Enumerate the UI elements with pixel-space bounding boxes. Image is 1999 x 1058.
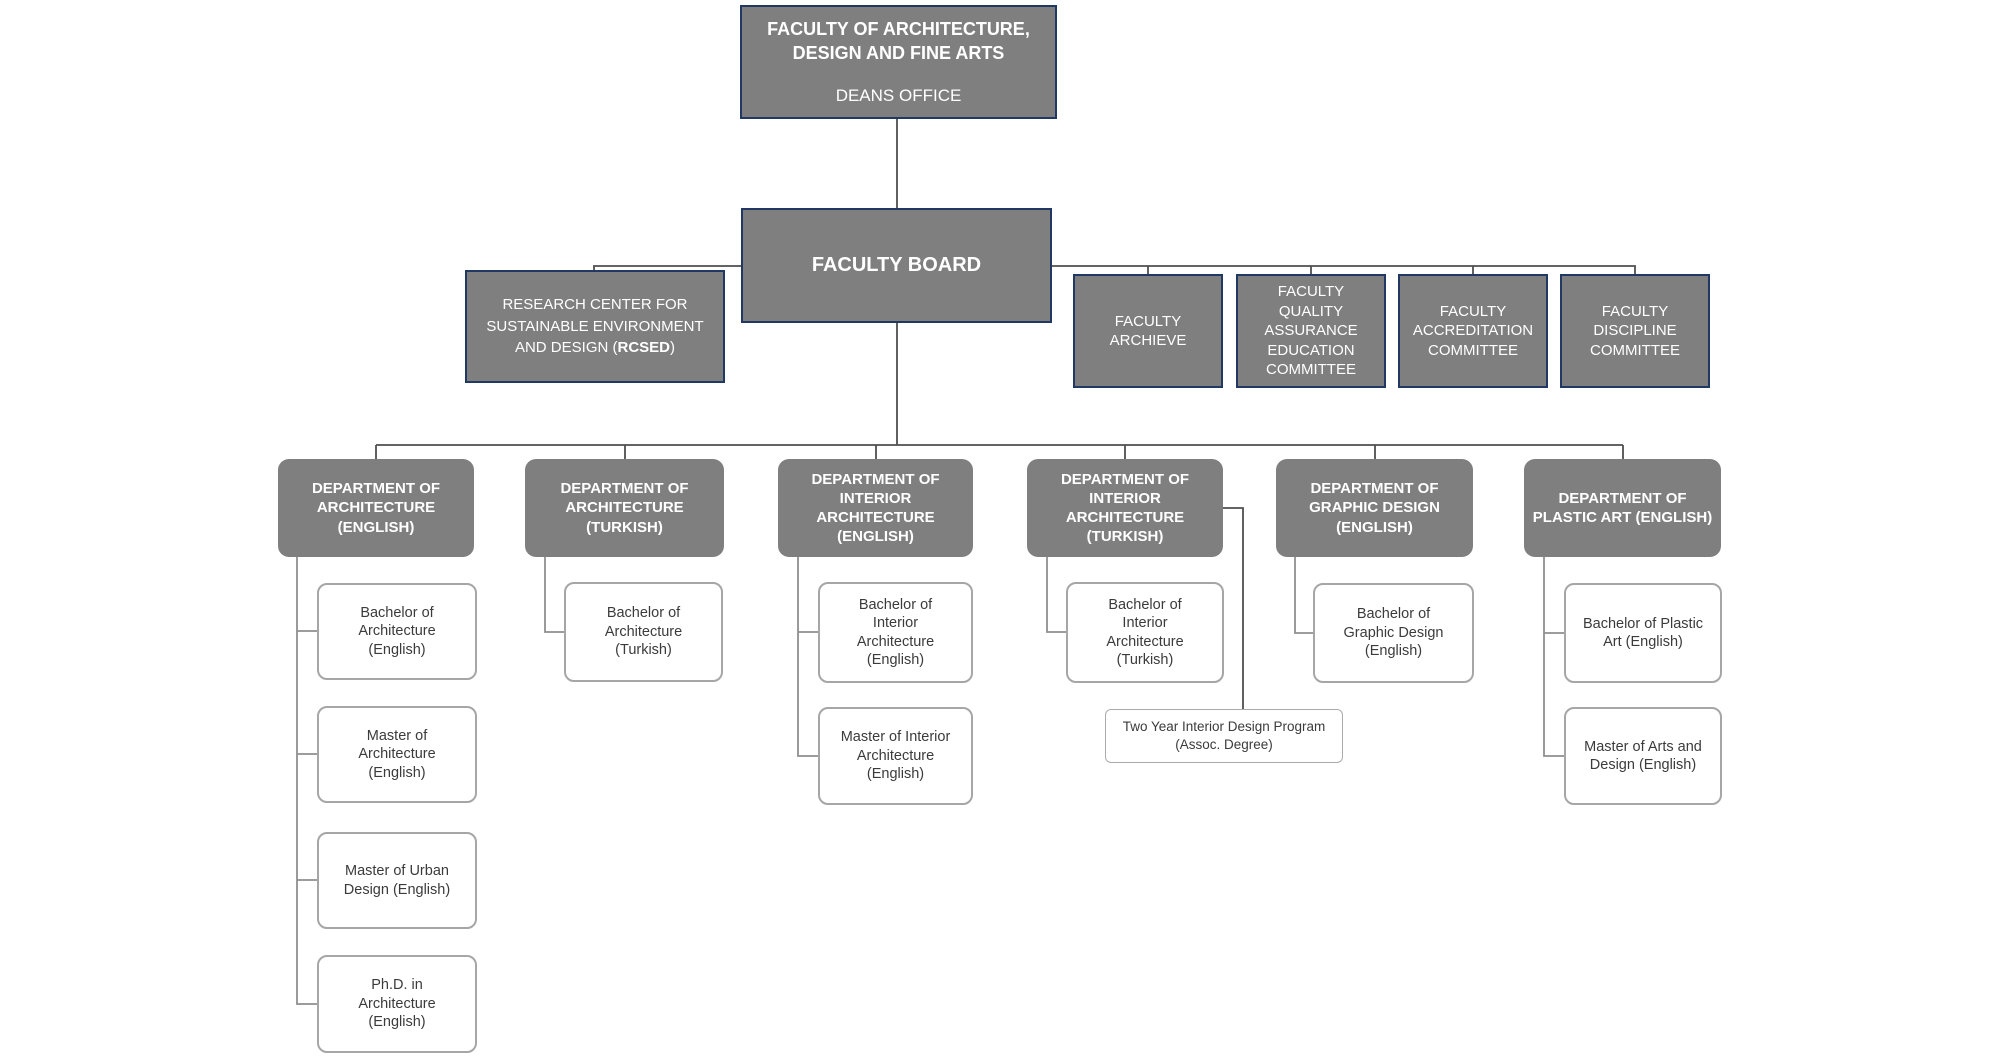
department-label: DEPARTMENT OF ARCHITECTURE (ENGLISH) [311, 480, 441, 536]
program-label: Bachelor of Architecture (English) [358, 604, 436, 658]
connector-dept1-programs [296, 557, 317, 1005]
node-program-bachelor-architecture-english: Bachelor of Architecture (English) [317, 583, 477, 680]
node-committee-quality-assurance: FACULTY QUALITY ASSURANCE EDUCATION COMM… [1236, 274, 1386, 388]
faculty-board-label: FACULTY BOARD [811, 254, 982, 276]
node-program-master-arts-design-english: Master of Arts and Design (English) [1564, 707, 1722, 805]
deans-office-title: FACULTY OF ARCHITECTURE, DESIGN AND FINE… [767, 19, 1030, 63]
node-committee-discipline: FACULTY DISCIPLINE COMMITTEE [1560, 274, 1710, 388]
program-label: Bachelor of Graphic Design (English) [1343, 606, 1444, 660]
research-center-label: RESEARCH CENTER FOR SUSTAINABLE ENVIRONM… [486, 294, 703, 359]
node-research-center: RESEARCH CENTER FOR SUSTAINABLE ENVIRONM… [465, 270, 725, 383]
node-program-two-year-interior-design: Two Year Interior Design Program (Assoc.… [1105, 709, 1343, 763]
node-dept-plastic-art-english: DEPARTMENT OF PLASTIC ART (ENGLISH) [1524, 459, 1721, 557]
node-program-bachelor-interior-architecture-turkish: Bachelor of Interior Architecture (Turki… [1066, 582, 1224, 683]
connector-dept6-programs [1543, 557, 1564, 757]
committee-label: FACULTY DISCIPLINE COMMITTEE [1590, 302, 1680, 359]
node-dept-graphic-design-english: DEPARTMENT OF GRAPHIC DESIGN (ENGLISH) [1276, 459, 1473, 557]
connector-board-to-committees [1052, 265, 1636, 274]
research-center-acronym: RCSED [617, 339, 670, 357]
department-label: DEPARTMENT OF PLASTIC ART (ENGLISH) [1532, 489, 1713, 526]
connector-dept4-to-associate [1223, 507, 1244, 709]
node-program-bachelor-plastic-art-english: Bachelor of Plastic Art (English) [1564, 583, 1722, 683]
node-committee-accreditation: FACULTY ACCREDITATION COMMITTEE [1398, 274, 1548, 388]
department-label: DEPARTMENT OF INTERIOR ARCHITECTURE (ENG… [811, 470, 940, 546]
node-program-master-urban-design-english: Master of Urban Design (English) [317, 832, 477, 929]
committee-label: FACULTY ARCHIEVE [1109, 312, 1187, 350]
connector-dept2-programs [544, 557, 564, 633]
program-label: Bachelor of Interior Architecture (Engli… [856, 596, 935, 668]
node-faculty-board: FACULTY BOARD [741, 208, 1052, 323]
node-program-bachelor-architecture-turkish: Bachelor of Architecture (Turkish) [564, 582, 723, 682]
node-program-bachelor-graphic-design-english: Bachelor of Graphic Design (English) [1313, 583, 1474, 683]
connector-dept5-programs [1294, 557, 1313, 634]
department-label: DEPARTMENT OF GRAPHIC DESIGN (ENGLISH) [1309, 480, 1440, 536]
program-label: Master of Architecture (English) [358, 727, 436, 781]
department-label: DEPARTMENT OF INTERIOR ARCHITECTURE (TUR… [1060, 470, 1190, 546]
program-label: Two Year Interior Design Program (Assoc.… [1122, 719, 1326, 752]
committee-label: FACULTY ACCREDITATION COMMITTEE [1412, 302, 1534, 359]
department-label: DEPARTMENT OF ARCHITECTURE (TURKISH) [560, 480, 689, 536]
program-label: Bachelor of Interior Architecture (Turki… [1106, 596, 1184, 668]
node-program-phd-architecture-english: Ph.D. in Architecture (English) [317, 955, 477, 1053]
connector-dept4-programs [1046, 557, 1066, 633]
node-program-master-architecture-english: Master of Architecture (English) [317, 706, 477, 803]
program-label: Master of Arts and Design (English) [1584, 738, 1702, 773]
program-label: Master of Urban Design (English) [343, 863, 451, 898]
research-center-text: RESEARCH CENTER FOR SUSTAINABLE ENVIRONM… [486, 295, 704, 357]
node-dept-interior-architecture-turkish: DEPARTMENT OF INTERIOR ARCHITECTURE (TUR… [1027, 459, 1223, 557]
deans-office-subtitle: DEANS OFFICE [835, 85, 962, 105]
connector-dept3-programs [797, 557, 818, 757]
program-label: Master of Interior Architecture (English… [840, 729, 951, 783]
program-label: Ph.D. in Architecture (English) [358, 977, 436, 1031]
node-deans-office: FACULTY OF ARCHITECTURE, DESIGN AND FINE… [740, 5, 1057, 119]
node-dept-interior-architecture-english: DEPARTMENT OF INTERIOR ARCHITECTURE (ENG… [778, 459, 973, 557]
node-dept-architecture-english: DEPARTMENT OF ARCHITECTURE (ENGLISH) [278, 459, 474, 557]
program-label: Bachelor of Plastic Art (English) [1582, 615, 1704, 650]
committee-label: FACULTY QUALITY ASSURANCE EDUCATION COMM… [1264, 283, 1358, 379]
node-dept-architecture-turkish: DEPARTMENT OF ARCHITECTURE (TURKISH) [525, 459, 724, 557]
node-program-bachelor-interior-architecture-english: Bachelor of Interior Architecture (Engli… [818, 582, 973, 683]
node-committee-archieve: FACULTY ARCHIEVE [1073, 274, 1223, 388]
program-label: Bachelor of Architecture (Turkish) [604, 605, 683, 659]
node-program-master-interior-architecture-english: Master of Interior Architecture (English… [818, 707, 973, 805]
research-center-text-suffix: ) [670, 339, 675, 357]
